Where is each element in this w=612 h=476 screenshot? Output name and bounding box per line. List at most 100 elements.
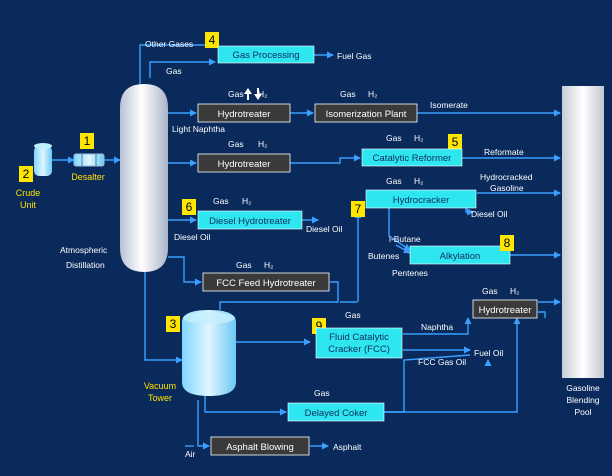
- ht1-box: [197, 103, 291, 123]
- fcc-naphtha: Naphtha: [421, 322, 453, 332]
- blending-pool-tank: [562, 86, 604, 378]
- ffh-h2: H₂: [264, 260, 273, 270]
- dh-h2: H₂: [242, 196, 251, 206]
- crude-tank-icon: [34, 146, 52, 176]
- gasoline-blending-pool[interactable]: Gasoline Blending Pool: [562, 86, 604, 417]
- ht2-h2: H₂: [258, 139, 267, 149]
- catalytic-reformer[interactable]: Gas H₂ 5 Catalytic Reformer Reformate: [361, 133, 524, 167]
- atm-label-2: Distillation: [66, 260, 105, 270]
- gas-label-top: Gas: [166, 66, 182, 76]
- ab-box: [210, 436, 310, 456]
- tag-5: [448, 134, 462, 150]
- fcc-label-2: Cracker (FCC): [328, 344, 390, 355]
- crude-unit[interactable]: 2 Crude Unit: [16, 143, 52, 210]
- air-label: Air: [185, 449, 196, 459]
- hydrotreater-naphtha[interactable]: Gas H₂ Hydrotreater Light Naphtha: [172, 89, 291, 134]
- dc-box: [287, 402, 385, 422]
- tag-1: [80, 133, 94, 149]
- hc-gas: Gas: [386, 176, 402, 186]
- gas-processing[interactable]: Other Gases Gas 4 Gas Processing Fuel Ga…: [145, 32, 372, 76]
- dh-box: [197, 210, 303, 230]
- ht3-h2: H₂: [510, 286, 519, 296]
- gas-h2-arrows: [244, 88, 262, 100]
- ffh-gas: Gas: [236, 260, 252, 270]
- fuel-gas-label: Fuel Gas: [337, 51, 372, 61]
- crude-label-2: Unit: [20, 200, 37, 210]
- delayed-coker[interactable]: Gas Delayed Coker: [287, 388, 385, 422]
- ht1-label: Hydrotreater: [218, 109, 271, 120]
- pool-label-3: Pool: [574, 407, 591, 417]
- alk-in-2: Butenes: [368, 251, 399, 261]
- dh-out-label: Diesel Oil: [306, 224, 342, 234]
- dh-label: Diesel Hydrotreater: [209, 216, 291, 227]
- tag-4: [205, 32, 219, 48]
- gas-processing-label: Gas Processing: [232, 50, 299, 61]
- ht3-label: Hydrotreater: [479, 305, 532, 316]
- ht1-gas: Gas: [228, 89, 244, 99]
- fluid-catalytic-cracker[interactable]: Gas 9 Fluid Catalytic Cracker (FCC) Naph…: [312, 310, 503, 367]
- alk-in-3: Pentenes: [392, 268, 428, 278]
- tag-1-number: 1: [84, 134, 91, 148]
- vacuum-label-1: Vacuum: [144, 381, 176, 391]
- atmospheric-distillation[interactable]: Atmospheric Distillation: [60, 84, 168, 272]
- fcc-gas: Gas: [345, 310, 361, 320]
- alk-label: Alkylation: [440, 251, 481, 262]
- crude-label-1: Crude: [16, 188, 41, 198]
- reformate-label: Reformate: [484, 147, 524, 157]
- cr-label: Catalytic Reformer: [373, 153, 452, 164]
- dc-gas: Gas: [314, 388, 330, 398]
- tag-4-number: 4: [209, 33, 216, 47]
- pool-label-2: Blending: [566, 395, 599, 405]
- isomerization-plant[interactable]: Gas H₂ Isomerization Plant Isomerate: [314, 89, 468, 123]
- tag-7-number: 7: [355, 202, 362, 216]
- asphalt-label: Asphalt: [333, 442, 362, 452]
- tag-7: [351, 201, 365, 217]
- alkylation[interactable]: i-Butane Butenes Pentenes Alkylation 8: [368, 234, 514, 278]
- fcc-gas-oil: FCC Gas Oil: [418, 357, 466, 367]
- dh-gas: Gas: [213, 196, 229, 206]
- cr-gas: Gas: [386, 133, 402, 143]
- hc-label: Hydrocracker: [393, 195, 450, 206]
- vacuum-label-2: Tower: [148, 393, 172, 403]
- fcc-label-1: Fluid Catalytic: [329, 332, 389, 343]
- hc-box: [365, 189, 477, 209]
- hc-out-1: Hydrocracked: [480, 172, 533, 182]
- pool-label-1: Gasoline: [566, 383, 600, 393]
- flow-lines: [52, 41, 561, 450]
- diesel-hydrotreater[interactable]: Gas H₂ 6 Diesel Hydrotreater Diesel Oil …: [174, 196, 342, 242]
- tag-6: [182, 199, 196, 215]
- ht1-h2: H₂: [258, 89, 267, 99]
- hydrocracker[interactable]: Gas H₂ 7 Hydrocracker Hydrocracked Gasol…: [351, 172, 533, 219]
- cr-box: [361, 148, 463, 167]
- atm-label-1: Atmospheric: [60, 245, 108, 255]
- vacuum-tower[interactable]: 3 Vacuum Tower: [144, 310, 236, 403]
- ffh-box: [202, 272, 330, 292]
- hydrotreater-3[interactable]: Gas H₂ Hydrotreater: [472, 286, 538, 319]
- iso-label: Isomerization Plant: [326, 109, 407, 120]
- isomerate-label: Isomerate: [430, 100, 468, 110]
- hc-h2: H₂: [414, 176, 423, 186]
- fcc-fuel-oil: Fuel Oil: [474, 348, 503, 358]
- desalter[interactable]: 1 Desalter: [71, 133, 105, 182]
- asphalt-blowing[interactable]: Air Asphalt Blowing Asphalt: [185, 436, 362, 459]
- hydrotreater-2[interactable]: Gas H₂ Hydrotreater: [197, 139, 291, 173]
- ab-label: Asphalt Blowing: [226, 442, 294, 453]
- tag-3-number: 3: [170, 317, 177, 331]
- desalter-label: Desalter: [71, 172, 105, 182]
- atm-column: [120, 84, 168, 272]
- light-naphtha-label: Light Naphtha: [172, 124, 225, 134]
- other-gases-label: Other Gases: [145, 39, 193, 49]
- alk-in-1: i-Butane: [389, 234, 421, 244]
- iso-box: [314, 103, 418, 123]
- tag-8: [500, 235, 514, 251]
- fcc-feed-hydrotreater[interactable]: Gas H₂ FCC Feed Hydrotreater: [202, 260, 330, 292]
- fcc-box: [315, 327, 403, 359]
- gas-processing-box: [217, 45, 315, 64]
- tag-8-number: 8: [504, 236, 511, 250]
- dh-in-label: Diesel Oil: [174, 232, 210, 242]
- ht3-gas: Gas: [482, 286, 498, 296]
- tag-2-number: 2: [23, 167, 30, 181]
- ht3-box: [472, 299, 538, 319]
- iso-gas: Gas: [340, 89, 356, 99]
